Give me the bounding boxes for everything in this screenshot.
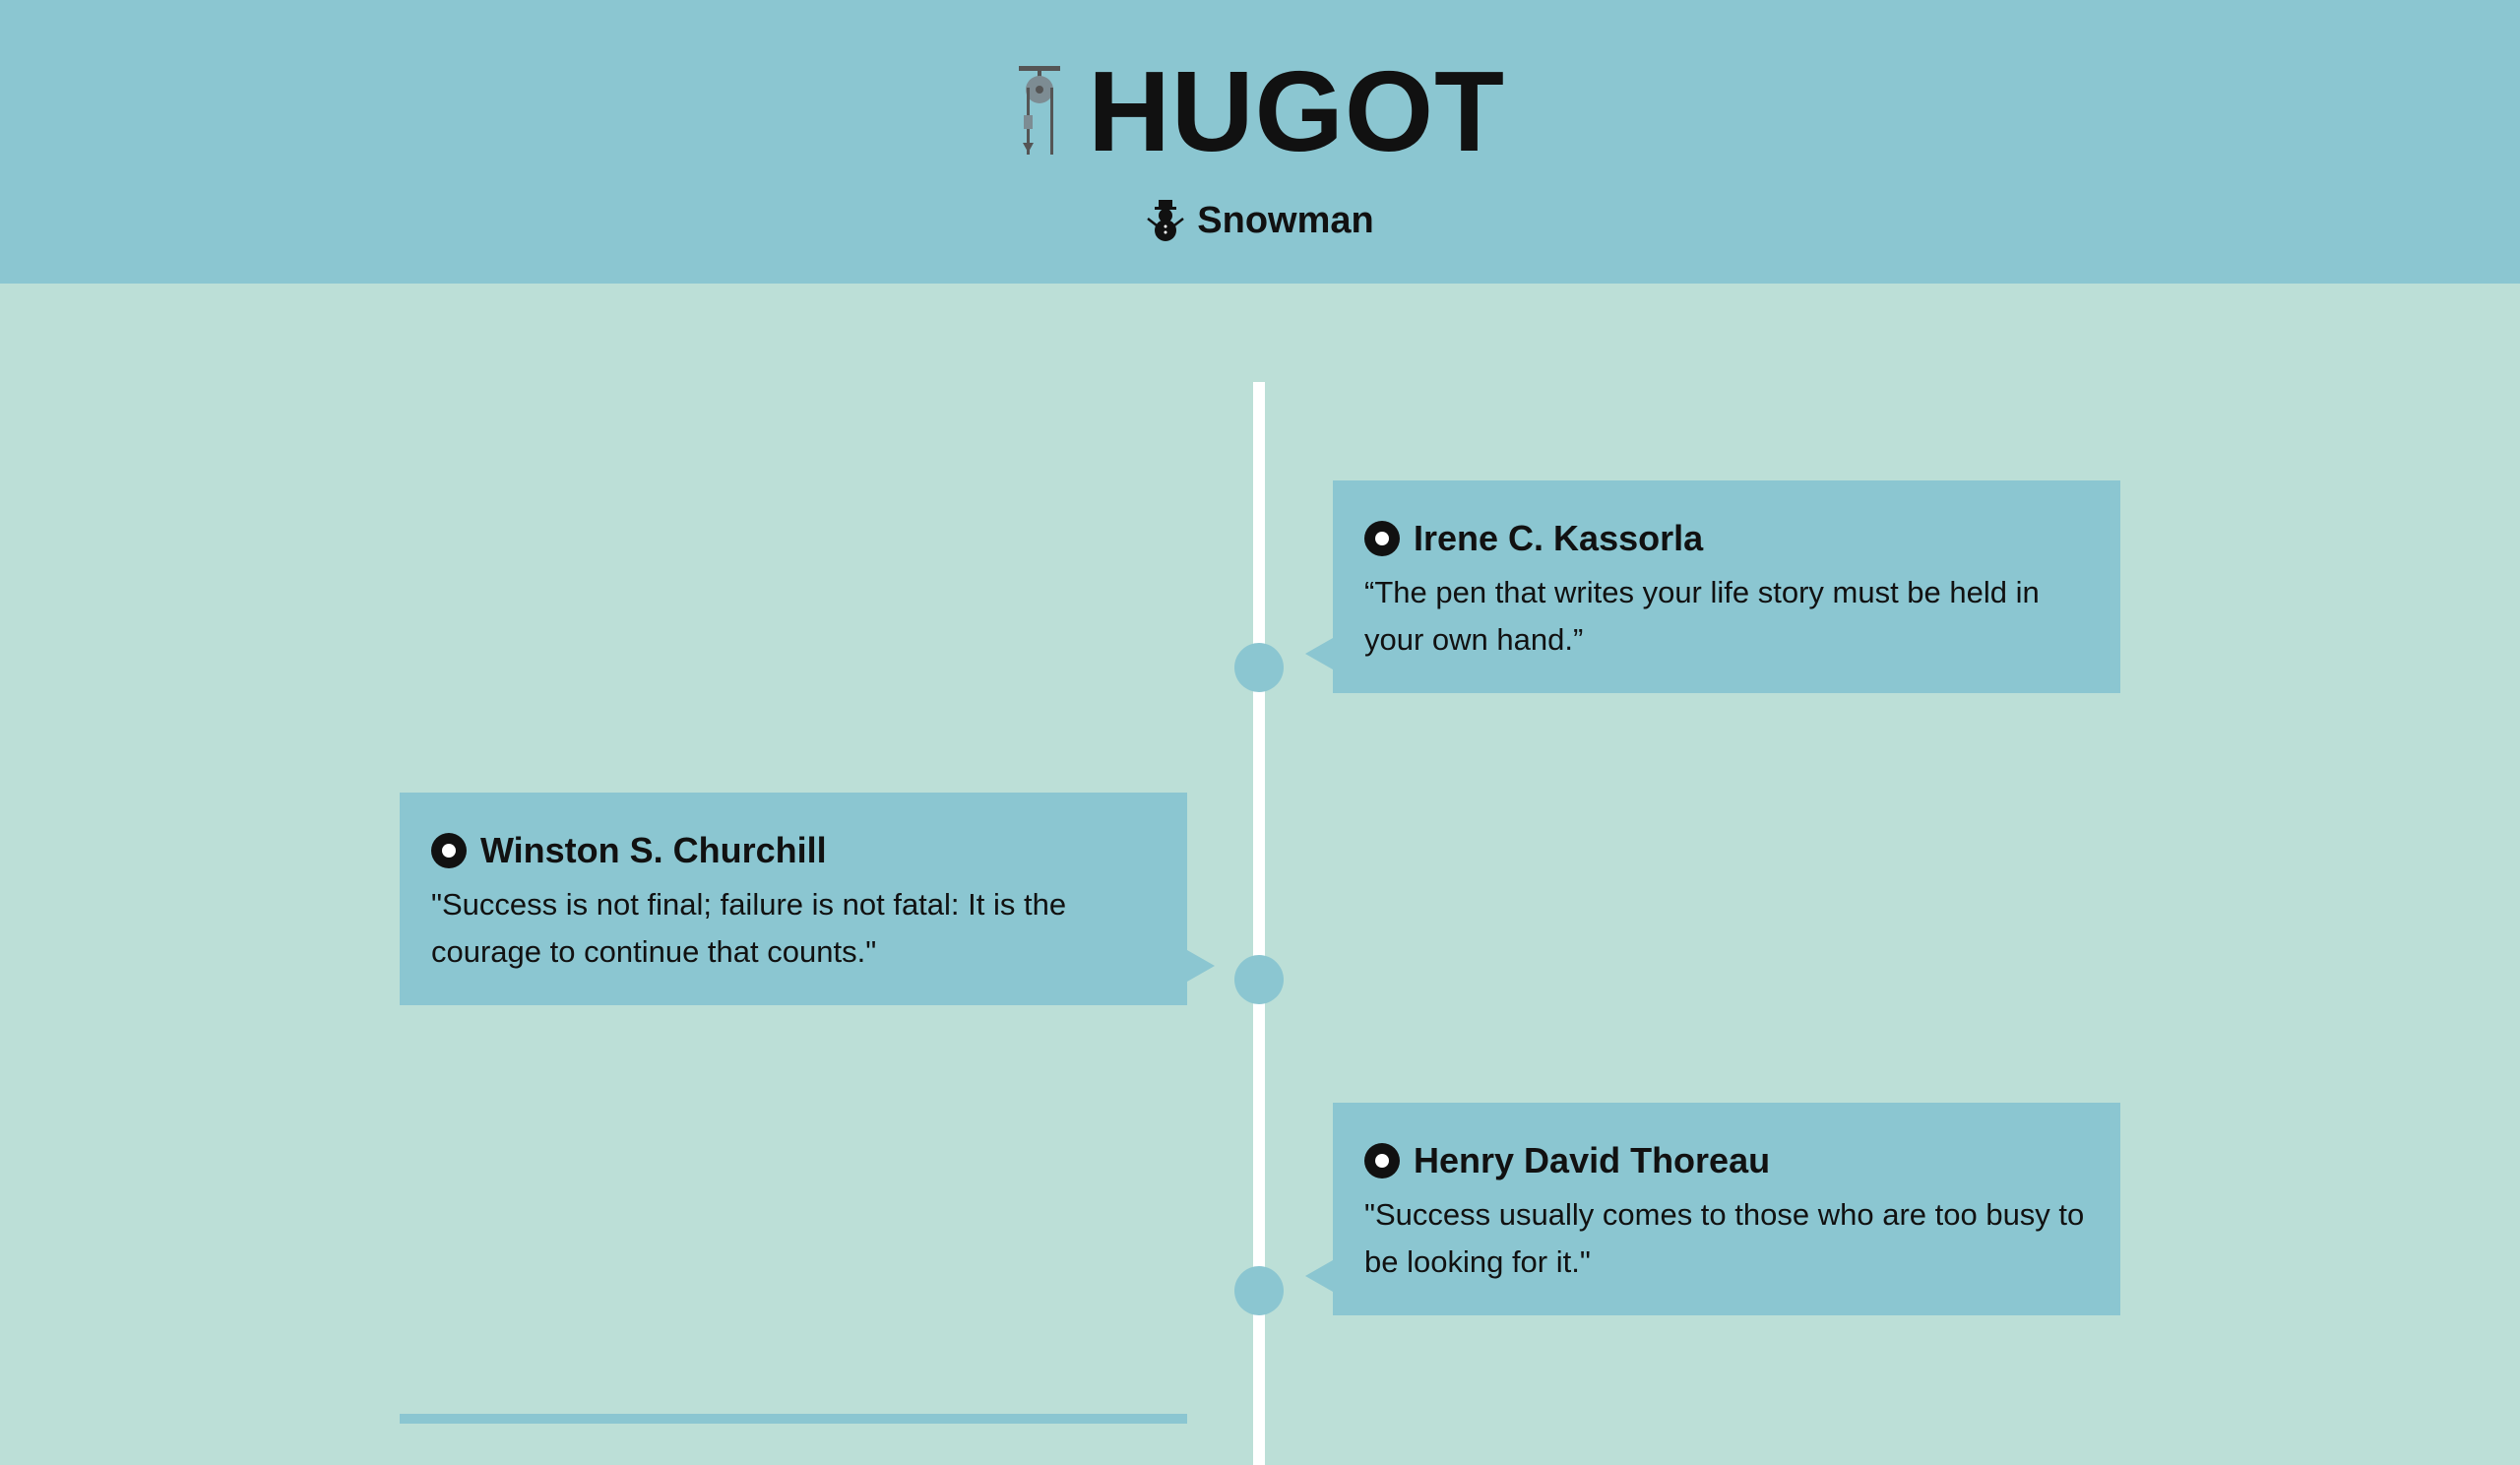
- card-quote: "Success usually comes to those who are …: [1364, 1197, 2085, 1279]
- site-title: HUGOT: [1088, 47, 1505, 175]
- author-name: Henry David Thoreau: [1414, 1140, 1771, 1180]
- site-header: HUGOT Snowman: [0, 0, 2520, 284]
- card-pointer: [1305, 1260, 1333, 1292]
- card-author: Winston S. Churchill: [431, 828, 1156, 873]
- snowman-icon: [1147, 200, 1185, 241]
- card-quote: “The pen that writes your life story mus…: [1364, 575, 2040, 657]
- pulley-icon: [1019, 66, 1061, 155]
- timeline-card-partial: [400, 1414, 1187, 1424]
- record-icon: [1364, 521, 1400, 556]
- timeline-dot: [1234, 955, 1284, 1004]
- subtitle: Snowman: [0, 199, 2520, 242]
- card-pointer: [1187, 950, 1215, 982]
- record-icon: [1364, 1143, 1400, 1178]
- brand: HUGOT: [0, 47, 2520, 175]
- timeline-card: Henry David Thoreau "Success usually com…: [1305, 1103, 2120, 1315]
- subtitle-text: Snowman: [1197, 199, 1374, 241]
- author-name: Winston S. Churchill: [480, 830, 827, 870]
- author-name: Irene C. Kassorla: [1414, 518, 1704, 558]
- record-icon: [431, 833, 467, 868]
- timeline: Irene C. Kassorla “The pen that writes y…: [0, 284, 2520, 1465]
- timeline-dot: [1234, 1266, 1284, 1315]
- timeline-card: Irene C. Kassorla “The pen that writes y…: [1305, 480, 2120, 693]
- timeline-card: Winston S. Churchill "Success is not fin…: [400, 793, 1215, 1005]
- card-quote: "Success is not final; failure is not fa…: [431, 887, 1067, 969]
- card-pointer: [1305, 638, 1333, 669]
- card-author: Henry David Thoreau: [1364, 1138, 2089, 1183]
- timeline-dot: [1234, 643, 1284, 692]
- card-author: Irene C. Kassorla: [1364, 516, 2089, 561]
